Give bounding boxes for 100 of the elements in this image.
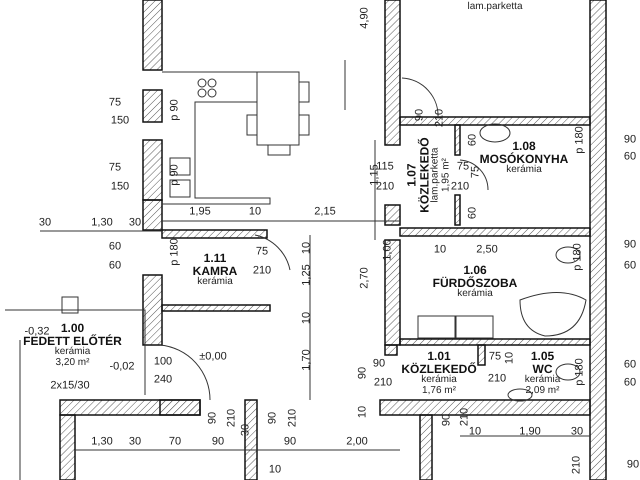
dimension-label: p 90: [170, 99, 180, 121]
dimension-label: 75: [108, 162, 122, 174]
room-number: 1.06: [463, 264, 487, 277]
dimension-label: p 180: [574, 126, 586, 154]
room-name: FEDETT ELŐTÉR: [23, 334, 122, 348]
dimension-label: 210: [450, 182, 470, 192]
dimension-label: 2,00: [346, 436, 368, 448]
dimension-label: 210: [288, 408, 298, 428]
dimension-label: p 180: [574, 358, 586, 386]
dimension-label: -0,02: [109, 362, 135, 372]
room-number: 1.01: [427, 350, 451, 362]
room-name: MOSÓKONYHA: [480, 152, 568, 166]
dimension-label: 90: [626, 460, 640, 470]
dimension-label: 210: [572, 456, 582, 474]
dimension-label: 10: [302, 312, 312, 324]
room-number: 1.05: [530, 350, 554, 362]
dimension-label: 150: [110, 116, 130, 126]
dimension-label: 210: [374, 378, 392, 388]
dimension-label: 30: [240, 424, 252, 436]
dimension-label: 90: [358, 366, 368, 380]
floor-material: kerámia: [524, 375, 560, 386]
floor-material: kerámia: [54, 347, 90, 358]
dimension-label: 1,00: [382, 239, 394, 261]
dimension-label: 10: [434, 244, 446, 256]
room-name: KÖZLEKEDŐ: [401, 362, 477, 376]
room-number: 1.08: [512, 140, 536, 153]
dimension-label: ±0,00: [199, 352, 227, 362]
floor-material: lam.parketta: [430, 147, 442, 203]
dimension-label: 210: [252, 266, 272, 276]
dimension-label: 75: [470, 166, 482, 178]
dimension-label: 2,15: [314, 206, 336, 218]
dimension-label: p 180: [170, 238, 180, 266]
floor-material: lam.parketta: [467, 2, 523, 12]
dimension-label: 1,90: [519, 426, 541, 438]
dimension-label: 60: [108, 242, 122, 252]
dimension-label: p 180: [572, 243, 584, 271]
dimension-label: 75: [456, 162, 470, 172]
floor-area: 3,20 m²: [56, 358, 90, 368]
room-name: KAMRA: [192, 264, 238, 278]
dimension-label: 90: [268, 412, 278, 424]
dimension-label: p 90: [170, 164, 180, 186]
dimension-label: 60: [468, 134, 478, 146]
dimension-label: 10: [302, 242, 312, 254]
dimension-label: 75: [108, 98, 122, 108]
dimension-label: 75: [488, 352, 502, 362]
dimension-label: 10: [504, 352, 516, 364]
dimension-label: 150: [110, 182, 130, 192]
dimension-label: 90: [442, 414, 452, 426]
dimension-label: 1,70: [302, 349, 312, 371]
dimension-label: 60: [624, 378, 636, 388]
dimension-label: 90: [624, 134, 636, 146]
floor-material: kerámia: [197, 277, 233, 288]
dimension-label: 60: [624, 152, 636, 162]
floor-material: kerámia: [421, 375, 457, 386]
dimension-label: 60: [624, 260, 636, 272]
dimension-label: 90: [624, 240, 636, 250]
dimension-label: 2x15/30: [50, 380, 90, 392]
dimension-label: 10: [468, 426, 482, 438]
dimension-label: 90: [284, 436, 296, 448]
dimension-label: -0,32: [24, 326, 50, 338]
dimension-label: 1,25: [302, 264, 312, 286]
dimension-label: 1,30: [91, 436, 113, 448]
dimension-label: 90: [212, 436, 224, 448]
floor-material: kerámia: [506, 165, 542, 176]
room-number: 1.00: [60, 322, 84, 334]
room-number: 1.11: [204, 252, 226, 265]
floor-area: 1,76 m²: [422, 386, 456, 396]
dimension-label: 90: [208, 412, 218, 424]
dimension-label: 1,95: [189, 206, 211, 218]
dimension-label: 30: [128, 436, 142, 448]
floor-area: 2,09 m²: [526, 386, 560, 396]
dimension-label: 60: [108, 260, 122, 272]
room-name: KÖZLEKEDŐ: [418, 137, 431, 213]
dimension-label: 4,90: [360, 7, 370, 29]
dimension-label: 1,30: [91, 218, 113, 228]
dimension-label: 60: [624, 360, 636, 370]
floor-area: 1,95 m²: [441, 158, 452, 192]
dimension-label: 210: [226, 408, 238, 428]
dimension-label: 210: [460, 408, 470, 426]
dimension-label: 100: [154, 356, 172, 368]
dimension-label: 10: [358, 406, 368, 418]
room-number: 1.07: [405, 163, 418, 187]
dimension-label: 75: [256, 246, 268, 258]
dimension-label: 30: [38, 218, 52, 228]
room-name: WC: [532, 362, 552, 376]
dimension-label: 10: [248, 206, 262, 218]
dimension-label: 30: [128, 218, 142, 228]
dimension-label: 70: [168, 436, 182, 448]
room-name: FÜRDŐSZOBA: [432, 276, 518, 290]
dimension-label: 30: [570, 426, 584, 438]
dimension-label: 2,70: [360, 267, 370, 289]
dimension-label: 90: [372, 358, 386, 370]
floor-material: kerámia: [457, 289, 493, 300]
dimension-label: 60: [468, 206, 478, 220]
dimension-label: 90: [414, 108, 426, 122]
dimension-label: 210: [488, 374, 506, 384]
dimension-label: 10: [268, 464, 282, 476]
dimension-label: 210: [434, 108, 446, 128]
dimension-label: 2,50: [476, 244, 498, 256]
dimension-label: 240: [154, 374, 172, 386]
